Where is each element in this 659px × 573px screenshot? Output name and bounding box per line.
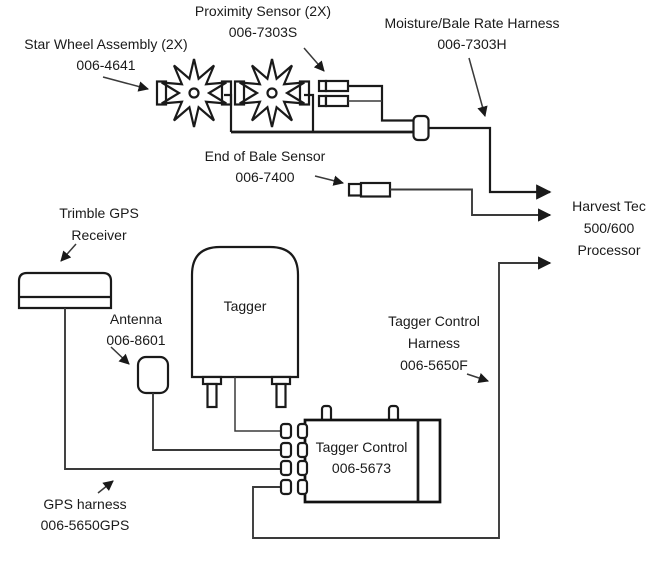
processor-label: Harvest Tec 500/600 Processor [558,195,659,261]
proximity-sensor-label: Proximity Sensor (2X) 006-7303S [188,1,338,43]
proximity-pointer-arrow [303,47,325,72]
gps-harness-part-number: 006-5650GPS [40,517,130,533]
star-wheel-1-wire [224,93,233,132]
tagger-control-harness-label: Tagger Control Harness 006-5650F [379,310,489,376]
moisture-harness-label: Moisture/Bale Rate Harness 006-7303H [374,13,570,55]
tagger-control-part-number: 006-5673 [331,460,392,476]
moisture-harness-connector [412,114,430,142]
antenna-icon [136,355,170,395]
tagger-control-harness-line1: Tagger Control [388,313,480,329]
gps-receiver-name-line1: Trimble GPS [59,205,139,221]
tagger-label: Tagger [194,296,296,317]
gps-receiver-pointer-arrow [60,243,77,262]
proximity-sensor-2-icon [317,94,350,108]
tagger-control-harness-part-number: 006-5650F [400,357,468,373]
tagger-icon [190,245,300,409]
proximity-sensor-name: Proximity Sensor (2X) [194,3,332,19]
moisture-harness-name: Moisture/Bale Rate Harness [384,15,560,31]
tagger-control-plugs [279,422,293,496]
proximity-sensor-1-wire [348,84,414,122]
tagger-control-name: Tagger Control [315,439,408,455]
tagger-wire [234,377,281,432]
tagger-control-harness-line2: Harness [407,335,461,351]
end-of-bale-pointer-arrow [314,175,345,186]
tagger-name: Tagger [223,298,267,314]
end-of-bale-sensor-part-number: 006-7400 [235,169,295,185]
antenna-wire [152,393,281,451]
tagger-control-harness-wire [252,256,552,539]
gps-receiver-icon [17,271,113,310]
antenna-part-number: 006-8601 [106,332,166,348]
star-wheel-name: Star Wheel Assembly (2X) [24,36,188,52]
star-wheel-part-number: 006-4641 [76,57,136,73]
star-wheel-2-icon [233,57,311,129]
processor-name-line1: Harvest Tec [572,198,646,214]
star-wheel-label: Star Wheel Assembly (2X) 006-4641 [8,34,204,76]
end-of-bale-sensor-name: End of Bale Sensor [204,148,326,164]
proximity-sensor-part-number: 006-7303S [228,24,298,40]
end-of-bale-sensor-wire [390,188,552,222]
gps-harness-pointer-arrow [97,480,114,494]
moisture-harness-wire-to-processor [428,126,552,200]
antenna-pointer-arrow [110,346,130,365]
end-of-bale-sensor-label: End of Bale Sensor 006-7400 [187,146,343,188]
gps-harness-name: GPS harness [43,496,127,512]
star-wheel-2-wire [304,93,315,132]
tagger-control-icon [296,404,442,504]
gps-receiver-name-line2: Receiver [71,227,127,243]
proximity-sensor-1-icon [317,79,350,93]
star-wheel-pointer-arrow [102,76,150,92]
antenna-name: Antenna [109,311,163,327]
processor-name-line2: 500/600 [583,220,635,236]
moisture-harness-part-number: 006-7303H [437,36,507,52]
end-of-bale-sensor-icon [347,181,392,198]
tagger-control-harness-pointer-arrow [466,373,489,383]
antenna-label: Antenna 006-8601 [79,309,193,351]
tagger-control-label: Tagger Control 006-5673 [306,437,417,479]
gps-receiver-label: Trimble GPS Receiver [42,202,156,246]
processor-name-line3: Processor [577,242,641,258]
moisture-pointer-arrow [468,57,488,118]
gps-harness-wire [64,308,281,470]
gps-harness-label: GPS harness 006-5650GPS [23,494,147,536]
